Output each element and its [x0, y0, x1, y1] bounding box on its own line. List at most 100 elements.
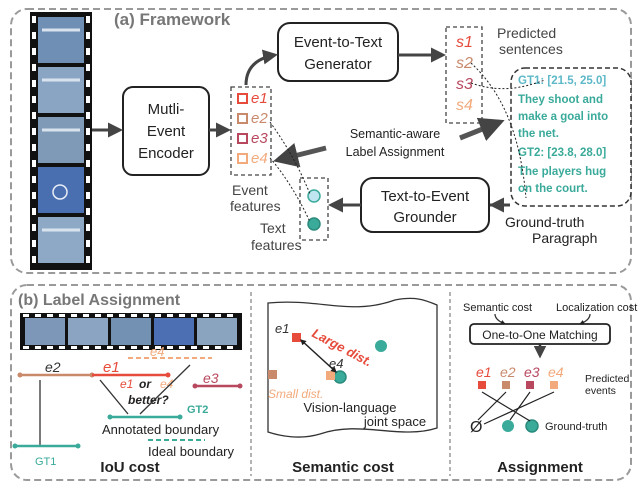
encoder-label-3: Encoder — [138, 145, 194, 162]
e4-to-gt2-link — [139, 364, 191, 415]
text-feature-dot-2 — [307, 217, 321, 231]
semantic-cost-label: Semantic cost — [463, 302, 532, 314]
iou-e2-label: e2 — [45, 359, 61, 375]
ideal-boundary-label: Ideal boundary — [148, 444, 235, 459]
features-to-generator-arrow — [244, 49, 278, 86]
iou-better-text: better? — [128, 393, 169, 407]
text-feature-dot-1 — [307, 189, 321, 203]
large-distance-arrow — [300, 339, 337, 373]
text-features-label-1: Text — [260, 220, 286, 236]
gt1-line-3: the net. — [518, 128, 559, 140]
assignment-right-arrow — [459, 117, 505, 142]
sentence-label-1: s1 — [456, 34, 473, 51]
event-feature-label-2: e2 — [251, 110, 268, 127]
one-to-one-matching-label: One-to-One Matching — [482, 328, 597, 342]
semantic-gt-dot-1 — [375, 340, 387, 352]
assign-event-marker-4 — [550, 381, 558, 389]
sentence-label-4: s4 — [456, 97, 473, 114]
semantic-cost-caption: Semantic cost — [292, 459, 394, 476]
generator-label-2: Generator — [304, 56, 372, 73]
event-feature-label-4: e4 — [251, 150, 268, 167]
event-feature-marker-4 — [237, 153, 248, 164]
assign-event-marker-1 — [478, 381, 486, 389]
assign-event-label-4: e4 — [548, 364, 564, 380]
iou-or-text: or — [139, 377, 152, 391]
assignment-caption: Assignment — [497, 459, 583, 476]
gt1-timestamp: GT1: [21.5, 25.0] — [518, 75, 606, 87]
localization-cost-label: Localization cost — [556, 302, 637, 314]
encoder-label-1: Mutli- — [148, 101, 185, 118]
event-features-label-2: features — [230, 198, 281, 214]
iou-e1-label: e1 — [103, 359, 120, 376]
event-feature-marker-3 — [237, 133, 248, 144]
predicted-events-label-1: Predicted — [585, 373, 630, 385]
joint-space-label-2: joint space — [363, 414, 426, 429]
gt2-label: GT2 — [187, 404, 208, 416]
predicted-sentences-label-1: Predicted — [497, 25, 556, 41]
assignment-left-arrow — [273, 143, 327, 168]
gt-paragraph-label-1: Ground-truth — [505, 214, 584, 230]
semantic-e4-label: e4 — [329, 356, 343, 371]
gt-paragraph-label-2: Paragraph — [532, 230, 597, 246]
iou-e4-small-label: e4 — [160, 377, 174, 391]
sentence-to-gt-link-2 — [470, 79, 546, 90]
gt2-line-1: The players hug — [518, 166, 606, 178]
assign-link-e3 — [509, 391, 531, 421]
semantic-other-marker — [268, 370, 277, 379]
gt2-line-2: on the court. — [518, 183, 588, 195]
ground-truth-label: Ground-truth — [545, 421, 607, 433]
gt1-line-2: make a goal into — [518, 111, 608, 123]
grounder-label-2: Grounder — [393, 209, 456, 226]
video-film-strip — [30, 12, 92, 270]
text-features-label-2: features — [251, 237, 302, 253]
generator-label-1: Event-to-Text — [294, 34, 383, 51]
assign-event-label-1: e1 — [476, 364, 492, 380]
annotated-boundary-label: Annotated boundary — [102, 422, 220, 437]
semantic-e4-marker — [326, 371, 335, 380]
feature-to-text-link-2 — [269, 157, 311, 223]
semantic-e1-label: e1 — [275, 321, 289, 336]
joint-space-label-1: Vision-language — [304, 400, 397, 415]
assign-link-e2 — [477, 391, 507, 421]
assign-gt-dot-2 — [525, 419, 539, 433]
feature-to-text-link-1 — [269, 121, 311, 195]
assign-event-label-2: e2 — [500, 364, 516, 380]
empty-set-symbol: Ø — [470, 419, 482, 436]
joint-space-surface — [267, 297, 438, 438]
framework-title: (a) Framework — [114, 10, 231, 29]
event-feature-marker-2 — [237, 113, 248, 124]
semantic-gt-dot-2 — [333, 370, 347, 384]
encoder-label-2: Event — [147, 123, 186, 140]
small-distance-label: Small dist. — [268, 387, 323, 401]
event-features-box — [230, 86, 272, 176]
gt1-label: GT1 — [35, 456, 56, 468]
gt1-line-1: They shoot and — [518, 94, 603, 106]
assign-event-marker-2 — [502, 381, 510, 389]
sentence-label-3: s3 — [456, 76, 473, 93]
assign-event-label-3: e3 — [524, 364, 540, 380]
assign-event-marker-3 — [526, 381, 534, 389]
horizontal-film-strip — [20, 313, 242, 350]
iou-e1-small-label: e1 — [120, 377, 133, 391]
iou-cost-caption: IoU cost — [100, 459, 159, 476]
gt2-timestamp: GT2: [23.8, 28.0] — [518, 147, 606, 159]
semantic-e1-marker — [292, 333, 301, 342]
label-assignment-text-1: Semantic-aware — [350, 127, 440, 141]
predicted-events-label-2: events — [585, 385, 616, 397]
e1-to-gt2-link — [99, 379, 129, 415]
event-feature-marker-1 — [237, 93, 248, 104]
event-features-label-1: Event — [232, 182, 268, 198]
predicted-sentences-label-2: sentences — [499, 41, 563, 57]
sentence-to-gt-link-1 — [470, 62, 527, 199]
iou-e4-label: e4 — [150, 344, 164, 359]
label-assignment-title: (b) Label Assignment — [18, 292, 181, 309]
sentence-label-2: s2 — [456, 55, 473, 72]
event-feature-label-1: e1 — [251, 90, 268, 107]
event-feature-label-3: e3 — [251, 130, 268, 147]
grounder-label-1: Text-to-Event — [381, 188, 470, 205]
assign-link-e4 — [483, 391, 555, 425]
ground-truth-paragraph-box — [510, 67, 632, 207]
assign-link-e1 — [481, 391, 531, 422]
assign-gt-dot-1 — [502, 420, 514, 432]
